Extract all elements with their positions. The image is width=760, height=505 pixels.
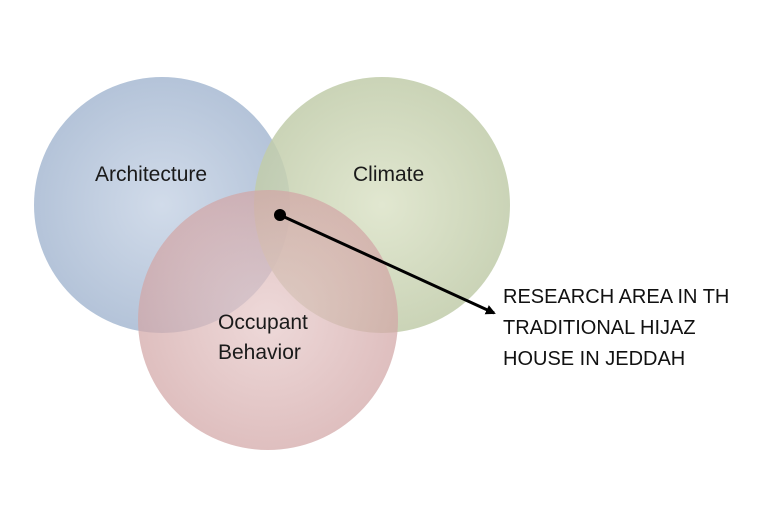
occupant-label-line-2: Behavior: [218, 341, 301, 364]
callout-arrow: [279, 213, 496, 315]
climate-label: Climate: [353, 163, 425, 186]
callout-line-1: RESEARCH AREA IN TH: [503, 286, 730, 308]
research-area-callout: RESEARCH AREA IN TH TRADITIONAL HIJAZ HO…: [503, 282, 760, 375]
architecture-label: Architecture: [95, 163, 208, 186]
occupant-label-line-1: Occupant: [218, 311, 308, 334]
callout-line-2: TRADITIONAL HIJAZ: [503, 317, 696, 339]
callout-line-3: HOUSE IN JEDDAH: [503, 348, 686, 370]
occupant-behavior-circle: [138, 190, 398, 450]
occupant-behavior-label: Occupant Behavior: [218, 308, 308, 368]
